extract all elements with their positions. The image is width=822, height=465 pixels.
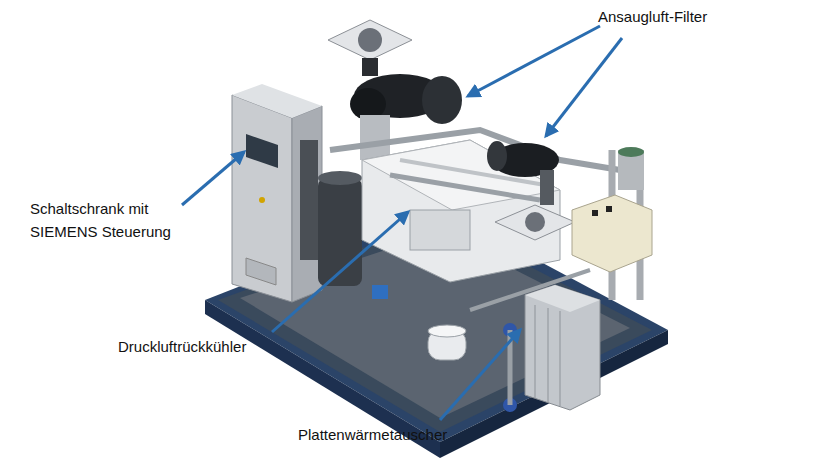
leader-line bbox=[440, 330, 520, 420]
leader-line bbox=[468, 26, 600, 96]
leader-line bbox=[182, 152, 244, 205]
leader-line bbox=[546, 38, 622, 136]
callout-label: Plattenwärmetauscher bbox=[298, 424, 447, 447]
callout-label: Schaltschrank mit SIEMENS Steuerung bbox=[30, 198, 182, 243]
leader-line bbox=[272, 212, 408, 332]
callout-label: Ansaugluft-Filter bbox=[598, 6, 707, 29]
callout-label: Druckluftrückkühler bbox=[118, 336, 246, 359]
